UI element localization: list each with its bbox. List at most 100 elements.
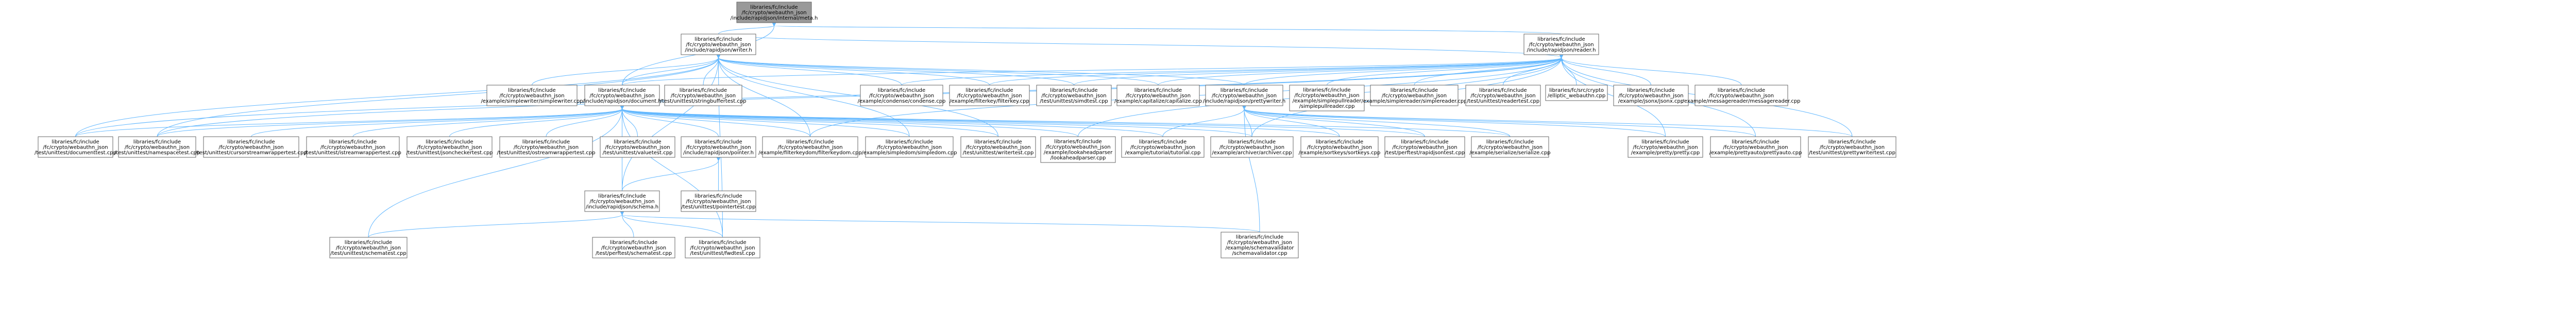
node-label-line: /test/perftest/schematest.cpp: [596, 251, 672, 256]
graph-node-prettyauto[interactable]: libraries/fc/include/fc/crypto/webauthn_…: [1709, 136, 1802, 158]
node-label-line: /example/simpledom/simpledom.cpp: [862, 150, 957, 156]
graph-node-stringbuffertest[interactable]: libraries/fc/include/fc/crypto/webauthn_…: [660, 85, 747, 106]
graph-node-simplewriter[interactable]: libraries/fc/include/fc/crypto/webauthn_…: [481, 85, 583, 106]
edge-prettywritertest-to-prettywriter: [1244, 109, 1853, 137]
graph-node-reader[interactable]: libraries/fc/include/fc/crypto/webauthn_…: [1523, 34, 1599, 55]
node-label-line: libraries/fc/include: [694, 139, 742, 145]
node-label-line: /test/unittest/fwdtest.cpp: [690, 251, 755, 256]
graph-node-schema[interactable]: libraries/fc/include/fc/crypto/webauthn_…: [584, 190, 660, 212]
node-label-line: /example/pretty/pretty.cpp: [1631, 150, 1700, 156]
edge-prettyauto-to-prettywriter: [1244, 109, 1756, 137]
graph-node-tutorial[interactable]: libraries/fc/include/fc/crypto/webauthn_…: [1121, 136, 1205, 158]
edge-fwdtest-to-document: [622, 109, 723, 238]
node-label-line: libraries/fc/include: [1627, 88, 1674, 93]
graph-node-document[interactable]: libraries/fc/include/fc/crypto/webauthn_…: [583, 85, 662, 106]
edge-line: [622, 109, 910, 137]
edge-line: [75, 58, 719, 137]
node-box: [681, 34, 756, 55]
graph-node-filterkeydom[interactable]: libraries/fc/include/fc/crypto/webauthn_…: [758, 136, 862, 158]
edge-writertest-to-document: [622, 109, 998, 137]
graph-node-istream[interactable]: libraries/fc/include/fc/crypto/webauthn_…: [304, 136, 401, 158]
graph-node-readertest[interactable]: libraries/fc/include/fc/crypto/webauthn_…: [1465, 85, 1541, 106]
graph-node-capitalize[interactable]: libraries/fc/include/fc/crypto/webauthn_…: [1114, 85, 1202, 106]
edge-filterkey-to-reader: [989, 58, 1562, 86]
graph-node-webauthn[interactable]: libraries/fc/src/crypto/elliptic_webauth…: [1545, 85, 1608, 101]
graph-node-archiver[interactable]: libraries/fc/include/fc/crypto/webauthn_…: [1210, 136, 1294, 158]
edge-schematest-to-schema: [368, 215, 622, 238]
node-label-line: libraries/fc/include: [329, 139, 377, 145]
node-label-line: libraries/fc/include: [508, 88, 555, 93]
edge-schematest-to-document: [368, 109, 622, 238]
node-label-line: libraries/fc/include: [345, 240, 392, 246]
graph-node-schematest[interactable]: libraries/fc/include/fc/crypto/webauthn_…: [329, 237, 408, 258]
edge-sortkeys-to-document: [622, 109, 1340, 137]
edge-tutorial-to-document: [622, 109, 1163, 137]
graph-node-prettywriter[interactable]: libraries/fc/include/fc/crypto/webauthn_…: [1203, 85, 1286, 106]
graph-node-messagereader[interactable]: libraries/fc/include/fc/crypto/webauthn_…: [1682, 85, 1801, 106]
graph-node-simplereader_top[interactable]: libraries/fc/include/fc/crypto/webauthn_…: [1289, 85, 1365, 111]
node-label-line: /example/prettyauto/prettyauto.cpp: [1709, 150, 1802, 156]
graph-node-prettywritertest[interactable]: libraries/fc/include/fc/crypto/webauthn_…: [1808, 136, 1896, 158]
graph-node-perftest[interactable]: libraries/fc/include/fc/crypto/webauthn_…: [1384, 136, 1465, 158]
node-label-line: /fc/crypto/webauthn_json: [605, 144, 670, 150]
node-label-line: libraries/fc/include: [1303, 88, 1350, 93]
node-label-line: /test/unittest/namespacetest.cpp: [114, 150, 200, 156]
edge-line: [622, 109, 1252, 137]
edge-simpledom-to-document: [622, 109, 910, 137]
node-label-line: /fc/crypto/webauthn_json: [965, 144, 1030, 150]
edge-filterkeydom-to-writer: [719, 58, 810, 137]
node-label-line: /fc/crypto/webauthn_json: [417, 144, 482, 150]
node-label-line: /include/rapidjson/internal/meta.h: [731, 15, 818, 21]
graph-node-schemavalidator[interactable]: libraries/fc/include/fc/crypto/webauthn_…: [1221, 232, 1299, 258]
graph-node-valuetest[interactable]: libraries/fc/include/fc/crypto/webauthn_…: [600, 136, 675, 158]
graph-node-documenttest[interactable]: libraries/fc/include/fc/crypto/webauthn_…: [35, 136, 116, 158]
edge-capitalize-to-reader: [1158, 58, 1562, 86]
graph-node-namespacetest[interactable]: libraries/fc/include/fc/crypto/webauthn_…: [114, 136, 200, 158]
edge-reader-to-root: [774, 26, 1562, 35]
graph-node-jsoncheck[interactable]: libraries/fc/include/fc/crypto/webauthn_…: [406, 136, 493, 158]
node-label-line: libraries/fc/include: [52, 139, 99, 145]
graph-node-writertest[interactable]: libraries/fc/include/fc/crypto/webauthn_…: [960, 136, 1036, 158]
node-label-line: /test/unittest/writertest.cpp: [963, 150, 1034, 156]
edge-filterkeydom-to-document: [622, 109, 810, 137]
graph-node-pointer[interactable]: libraries/fc/include/fc/crypto/webauthn_…: [681, 136, 756, 158]
graph-node-simplereader[interactable]: libraries/fc/include/fc/crypto/webauthn_…: [1361, 85, 1467, 106]
node-label-line: libraries/fc/include: [1221, 88, 1268, 93]
graph-node-lookaheadparser[interactable]: libraries/fc/include/fc/crypto/webauthn_…: [1040, 136, 1116, 163]
edge-line: [622, 109, 719, 137]
graph-node-writer[interactable]: libraries/fc/include/fc/crypto/webauthn_…: [681, 34, 756, 55]
edge-line: [719, 58, 990, 86]
node-box: [1040, 136, 1116, 163]
edge-line: [622, 160, 719, 191]
node-label-line: /test/unittest/cursorstreamwrappertest.c…: [195, 150, 307, 156]
node-box: [1210, 136, 1294, 158]
node-label-line: libraries/fc/include: [1316, 139, 1363, 145]
edge-line: [622, 58, 719, 86]
graph-node-cursorstream[interactable]: libraries/fc/include/fc/crypto/webauthn_…: [195, 136, 307, 158]
node-label-line: /fc/crypto/webauthn_json: [1723, 144, 1788, 150]
graph-node-pretty[interactable]: libraries/fc/include/fc/crypto/webauthn_…: [1628, 136, 1703, 158]
node-label-line: /fc/crypto/webauthn_json: [777, 144, 842, 150]
edge-schema-to-writer: [622, 58, 719, 191]
node-box: [1205, 85, 1283, 106]
edge-line: [622, 109, 1511, 137]
node-label-line: /schemavalidator.cpp: [1232, 251, 1287, 256]
edge-line: [1244, 109, 1425, 137]
graph-node-simdtest[interactable]: libraries/fc/include/fc/crypto/webauthn_…: [1036, 85, 1112, 106]
graph-node-fwdtest[interactable]: libraries/fc/include/fc/crypto/webauthn_…: [685, 237, 760, 258]
graph-node-perfschematest[interactable]: libraries/fc/include/fc/crypto/webauthn_…: [592, 237, 675, 258]
graph-node-simpledom[interactable]: libraries/fc/include/fc/crypto/webauthn_…: [862, 136, 957, 158]
graph-node-filterkey[interactable]: libraries/fc/include/fc/crypto/webauthn_…: [949, 85, 1030, 106]
node-box: [681, 136, 756, 158]
graph-node-jsonx[interactable]: libraries/fc/include/fc/crypto/webauthn_…: [1613, 85, 1689, 106]
node-label-line: libraries/fc/include: [1134, 88, 1182, 93]
graph-node-serialize[interactable]: libraries/fc/include/fc/crypto/webauthn_…: [1469, 136, 1551, 158]
graph-node-pointertest[interactable]: libraries/fc/include/fc/crypto/webauthn_…: [681, 190, 756, 212]
graph-node-sortkeys[interactable]: libraries/fc/include/fc/crypto/webauthn_…: [1299, 136, 1381, 158]
node-label-line: /include/rapidjson/writer.h: [685, 47, 752, 53]
graph-node-condense[interactable]: libraries/fc/include/fc/crypto/webauthn_…: [858, 85, 946, 106]
graph-node-ostream[interactable]: libraries/fc/include/fc/crypto/webauthn_…: [497, 136, 596, 158]
edge-simdtest-to-reader: [1074, 58, 1562, 86]
edge-line: [719, 58, 1159, 86]
